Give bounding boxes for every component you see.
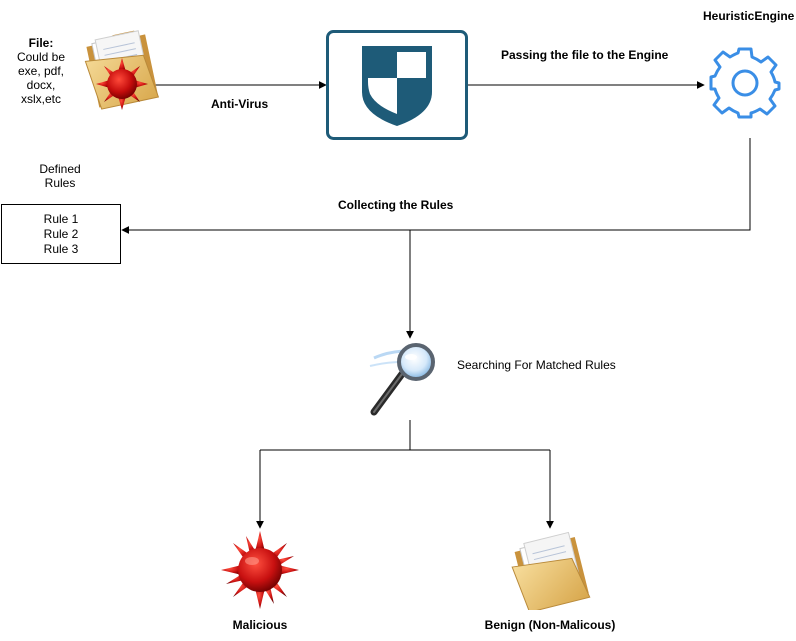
file-type-line: xslx,etc bbox=[20, 92, 61, 106]
infected-folder-icon bbox=[84, 30, 160, 110]
virus-icon bbox=[221, 531, 299, 609]
rule-item: Rule 3 bbox=[43, 241, 79, 256]
engine-title: HeuristicEngine bbox=[703, 9, 795, 23]
malicious-label: Malicious bbox=[232, 618, 288, 632]
shield-icon bbox=[326, 30, 468, 140]
rule-item: Rule 2 bbox=[43, 226, 79, 241]
edge-label-passing: Passing the file to the Engine bbox=[501, 48, 669, 62]
antivirus-label: Anti-Virus bbox=[211, 97, 269, 111]
rules-heading-line: Rules bbox=[44, 176, 76, 190]
folder-icon bbox=[511, 531, 591, 610]
edge-engine-to-rules bbox=[121, 138, 751, 234]
file-type-line: Could be bbox=[16, 50, 66, 64]
file-node-label: File: Could be exe, pdf, docx, xslx,etc bbox=[0, 36, 82, 106]
edge-label-collecting: Collecting the Rules bbox=[338, 198, 454, 212]
rule-item: Rule 1 bbox=[43, 211, 79, 226]
rules-heading-line: Defined bbox=[39, 162, 81, 176]
rules-heading: Defined Rules bbox=[20, 162, 100, 190]
search-label: Searching For Matched Rules bbox=[457, 358, 616, 372]
gear-icon bbox=[709, 47, 781, 119]
file-type-line: docx, bbox=[26, 78, 56, 92]
rules-box: Rule 1 Rule 2 Rule 3 bbox=[1, 204, 121, 264]
file-type-line: exe, pdf, bbox=[17, 64, 65, 78]
benign-label: Benign (Non-Malicous) bbox=[484, 618, 616, 632]
magnifier-icon bbox=[369, 343, 435, 416]
file-title: File: bbox=[28, 36, 54, 50]
